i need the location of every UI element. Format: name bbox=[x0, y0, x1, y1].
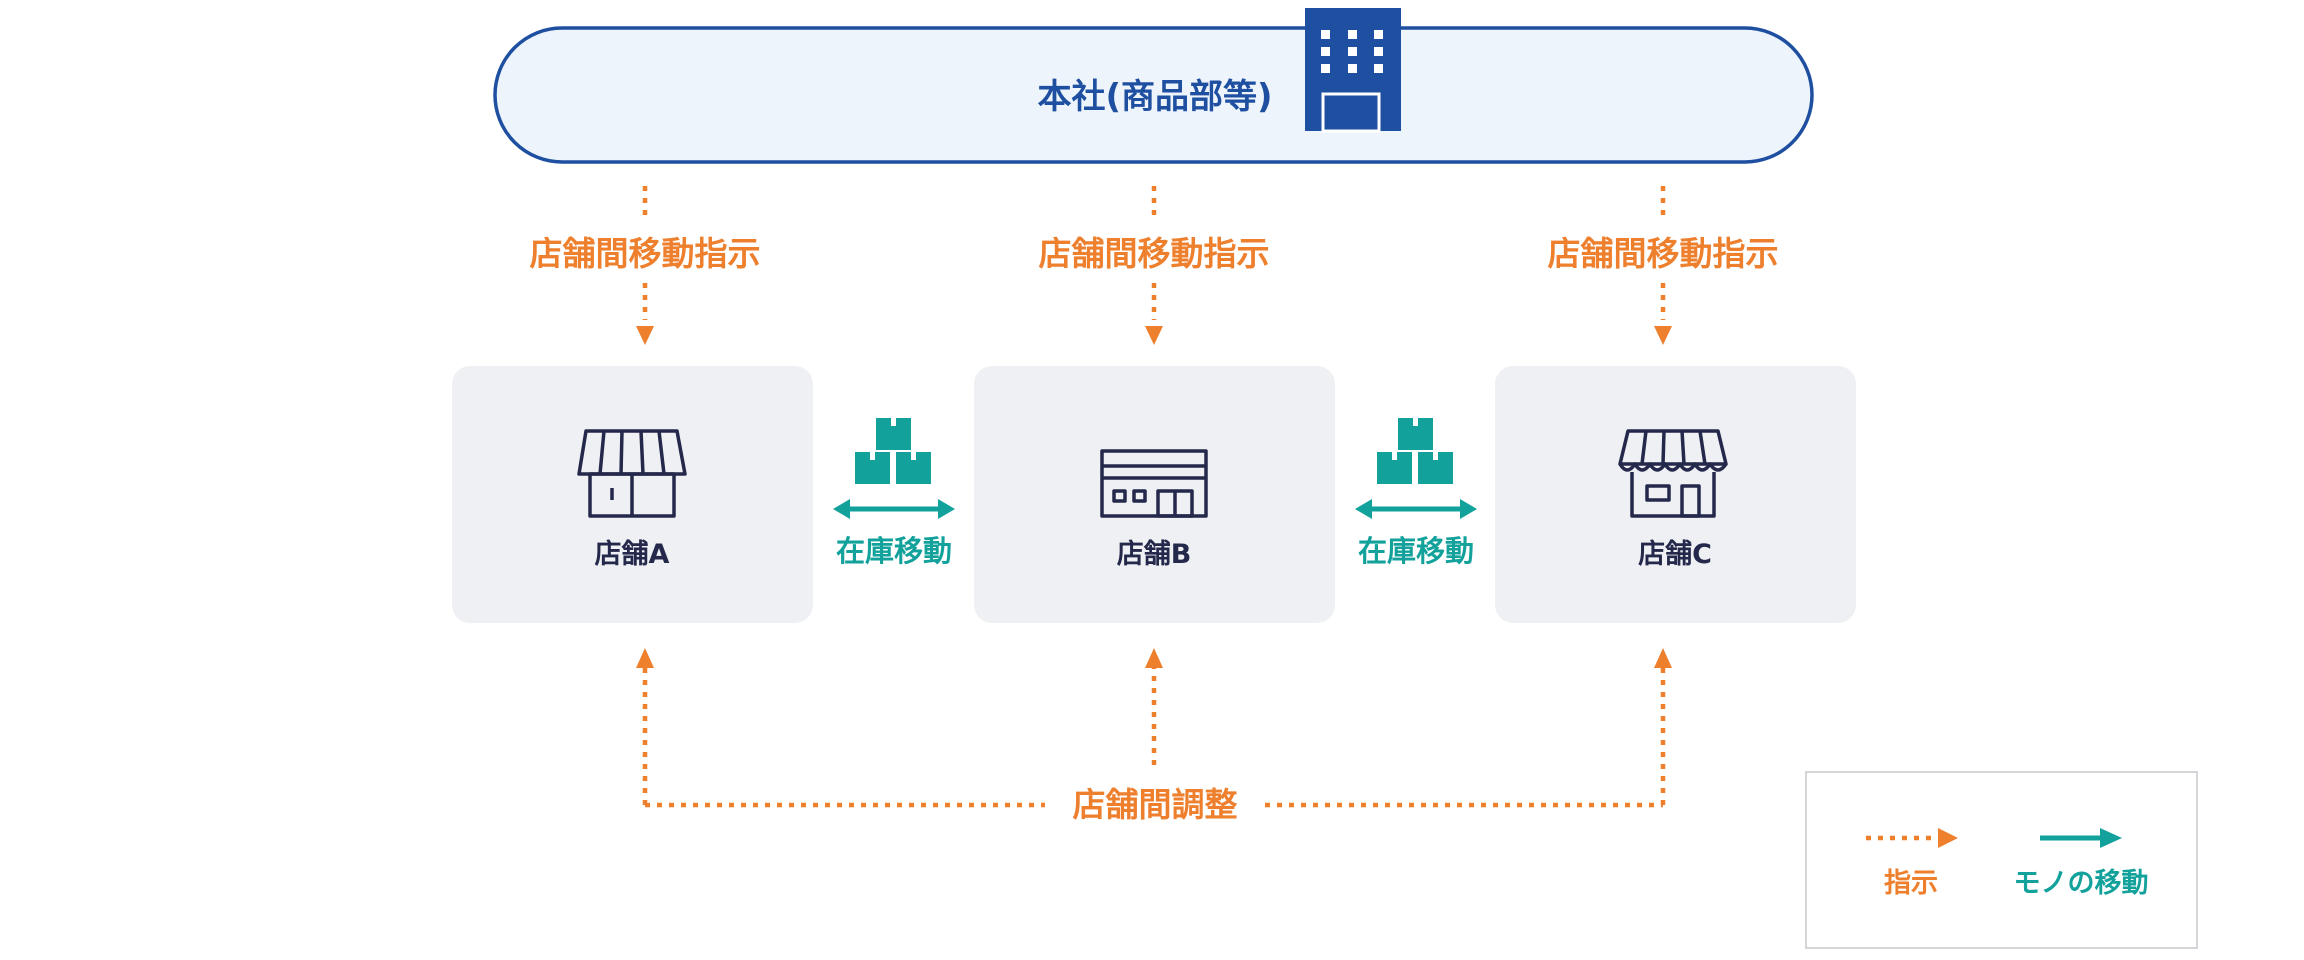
stock-transfer-ab: 在庫移動 bbox=[833, 418, 955, 568]
storefront-scalloped-awning-icon bbox=[1618, 429, 1728, 518]
store-card-c: 店舗C bbox=[1495, 366, 1856, 623]
stock-transfer-bc: 在庫移動 bbox=[1355, 418, 1477, 568]
stacked-boxes-icon bbox=[1377, 418, 1453, 484]
office-building-icon bbox=[1305, 8, 1401, 133]
store-card-b: 店舗B bbox=[974, 366, 1335, 623]
instruction-label-b: 店舗間移動指示 bbox=[1039, 234, 1270, 273]
legend-instruction: 指示 bbox=[1866, 828, 1958, 899]
double-arrow-bc bbox=[1355, 499, 1477, 519]
warehouse-shop-icon bbox=[1100, 449, 1208, 518]
legend-instruction-label: 指示 bbox=[1884, 868, 1938, 899]
instruction-arrow-c: 店舗間移動指示 bbox=[1548, 186, 1779, 345]
instruction-arrow-b: 店舗間移動指示 bbox=[1039, 186, 1270, 345]
stacked-boxes-icon bbox=[855, 418, 931, 484]
stock-transfer-label-ab: 在庫移動 bbox=[836, 534, 952, 568]
store-coordination: 店舗間調整 bbox=[636, 648, 1672, 824]
store-name-a: 店舗A bbox=[595, 539, 670, 570]
storefront-striped-awning-icon bbox=[577, 429, 687, 518]
headquarters-pill bbox=[493, 26, 1814, 164]
legend-movement-label: モノの移動 bbox=[2014, 868, 2149, 899]
legend-movement: モノの移動 bbox=[2014, 828, 2149, 899]
headquarters-label: 本社(商品部等) bbox=[1037, 77, 1272, 117]
store-name-b: 店舗B bbox=[1117, 539, 1192, 570]
instruction-label-a: 店舗間移動指示 bbox=[530, 234, 761, 273]
instruction-label-c: 店舗間移動指示 bbox=[1548, 234, 1779, 273]
instruction-arrow-a: 店舗間移動指示 bbox=[530, 186, 761, 345]
store-name-c: 店舗C bbox=[1638, 539, 1712, 570]
double-arrow-ab bbox=[833, 499, 955, 519]
store-coordination-label: 店舗間調整 bbox=[1073, 785, 1238, 824]
headquarters: 本社(商品部等) bbox=[493, 8, 1814, 164]
store-card-a: 店舗A bbox=[452, 366, 813, 623]
stock-transfer-label-bc: 在庫移動 bbox=[1358, 534, 1474, 568]
legend: 指示 モノの移動 bbox=[1805, 771, 2198, 949]
